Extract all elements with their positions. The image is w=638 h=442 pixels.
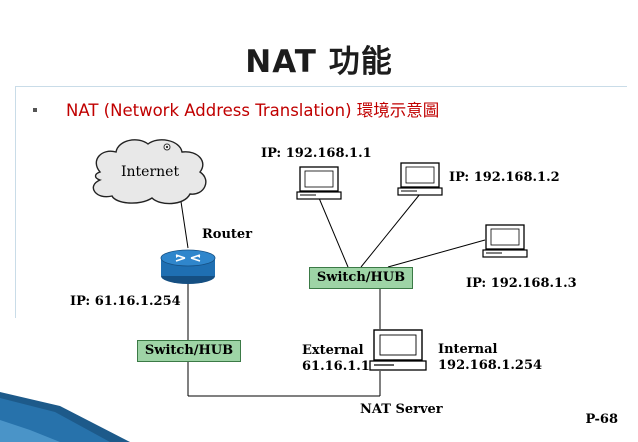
external-label: External [302,343,364,358]
pc2-computer-icon [397,162,443,196]
router-ip-label: IP: 61.16.1.254 [70,294,181,309]
nat-server-computer-icon [369,329,427,371]
pc3-computer-icon [482,224,528,258]
wire-switch-pc3 [387,239,486,268]
wire-internet-router [179,194,189,249]
switch-left: Switch/HUB [137,340,241,362]
title-divider [15,86,627,87]
page-number: P-68 [585,412,618,427]
wire-switch-pc2 [360,193,421,268]
bullet-text: NAT (Network Address Translation) 環境示意圖 [66,101,440,120]
internal-ip-label: 192.168.1.254 [438,358,543,373]
internet-label: Internet [121,164,180,180]
left-margin-line [15,86,16,318]
pc1-computer-icon [296,166,342,200]
pc2-ip-label: IP: 192.168.1.2 [449,170,560,185]
internal-label: Internal [438,342,498,357]
pc3-ip-label: IP: 192.168.1.3 [466,276,577,291]
router-label: Router [202,227,253,242]
nat-server-label: NAT Server [360,402,443,417]
bullet-dot [33,108,37,112]
external-ip-label: 61.16.1.1 [302,359,370,374]
page-title: NAT 功能 [245,44,393,80]
pc1-ip-label: IP: 192.168.1.1 [261,146,372,161]
switch-center: Switch/HUB [309,267,413,289]
wire-switch-pc1 [318,197,349,268]
